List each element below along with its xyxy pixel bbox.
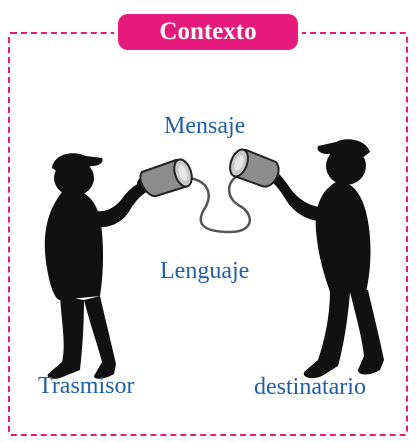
receiver-label: destinatario <box>254 374 366 400</box>
receiver-figure <box>261 139 384 379</box>
sender-label: Trasmisor <box>38 373 135 399</box>
receiver-can <box>229 148 280 188</box>
context-title: Contexto <box>118 14 298 50</box>
sender-figure <box>44 153 155 379</box>
string-wire <box>189 173 251 234</box>
sender-can <box>139 158 193 198</box>
message-label: Mensaje <box>164 113 246 139</box>
language-label: Lenguaje <box>160 258 250 284</box>
